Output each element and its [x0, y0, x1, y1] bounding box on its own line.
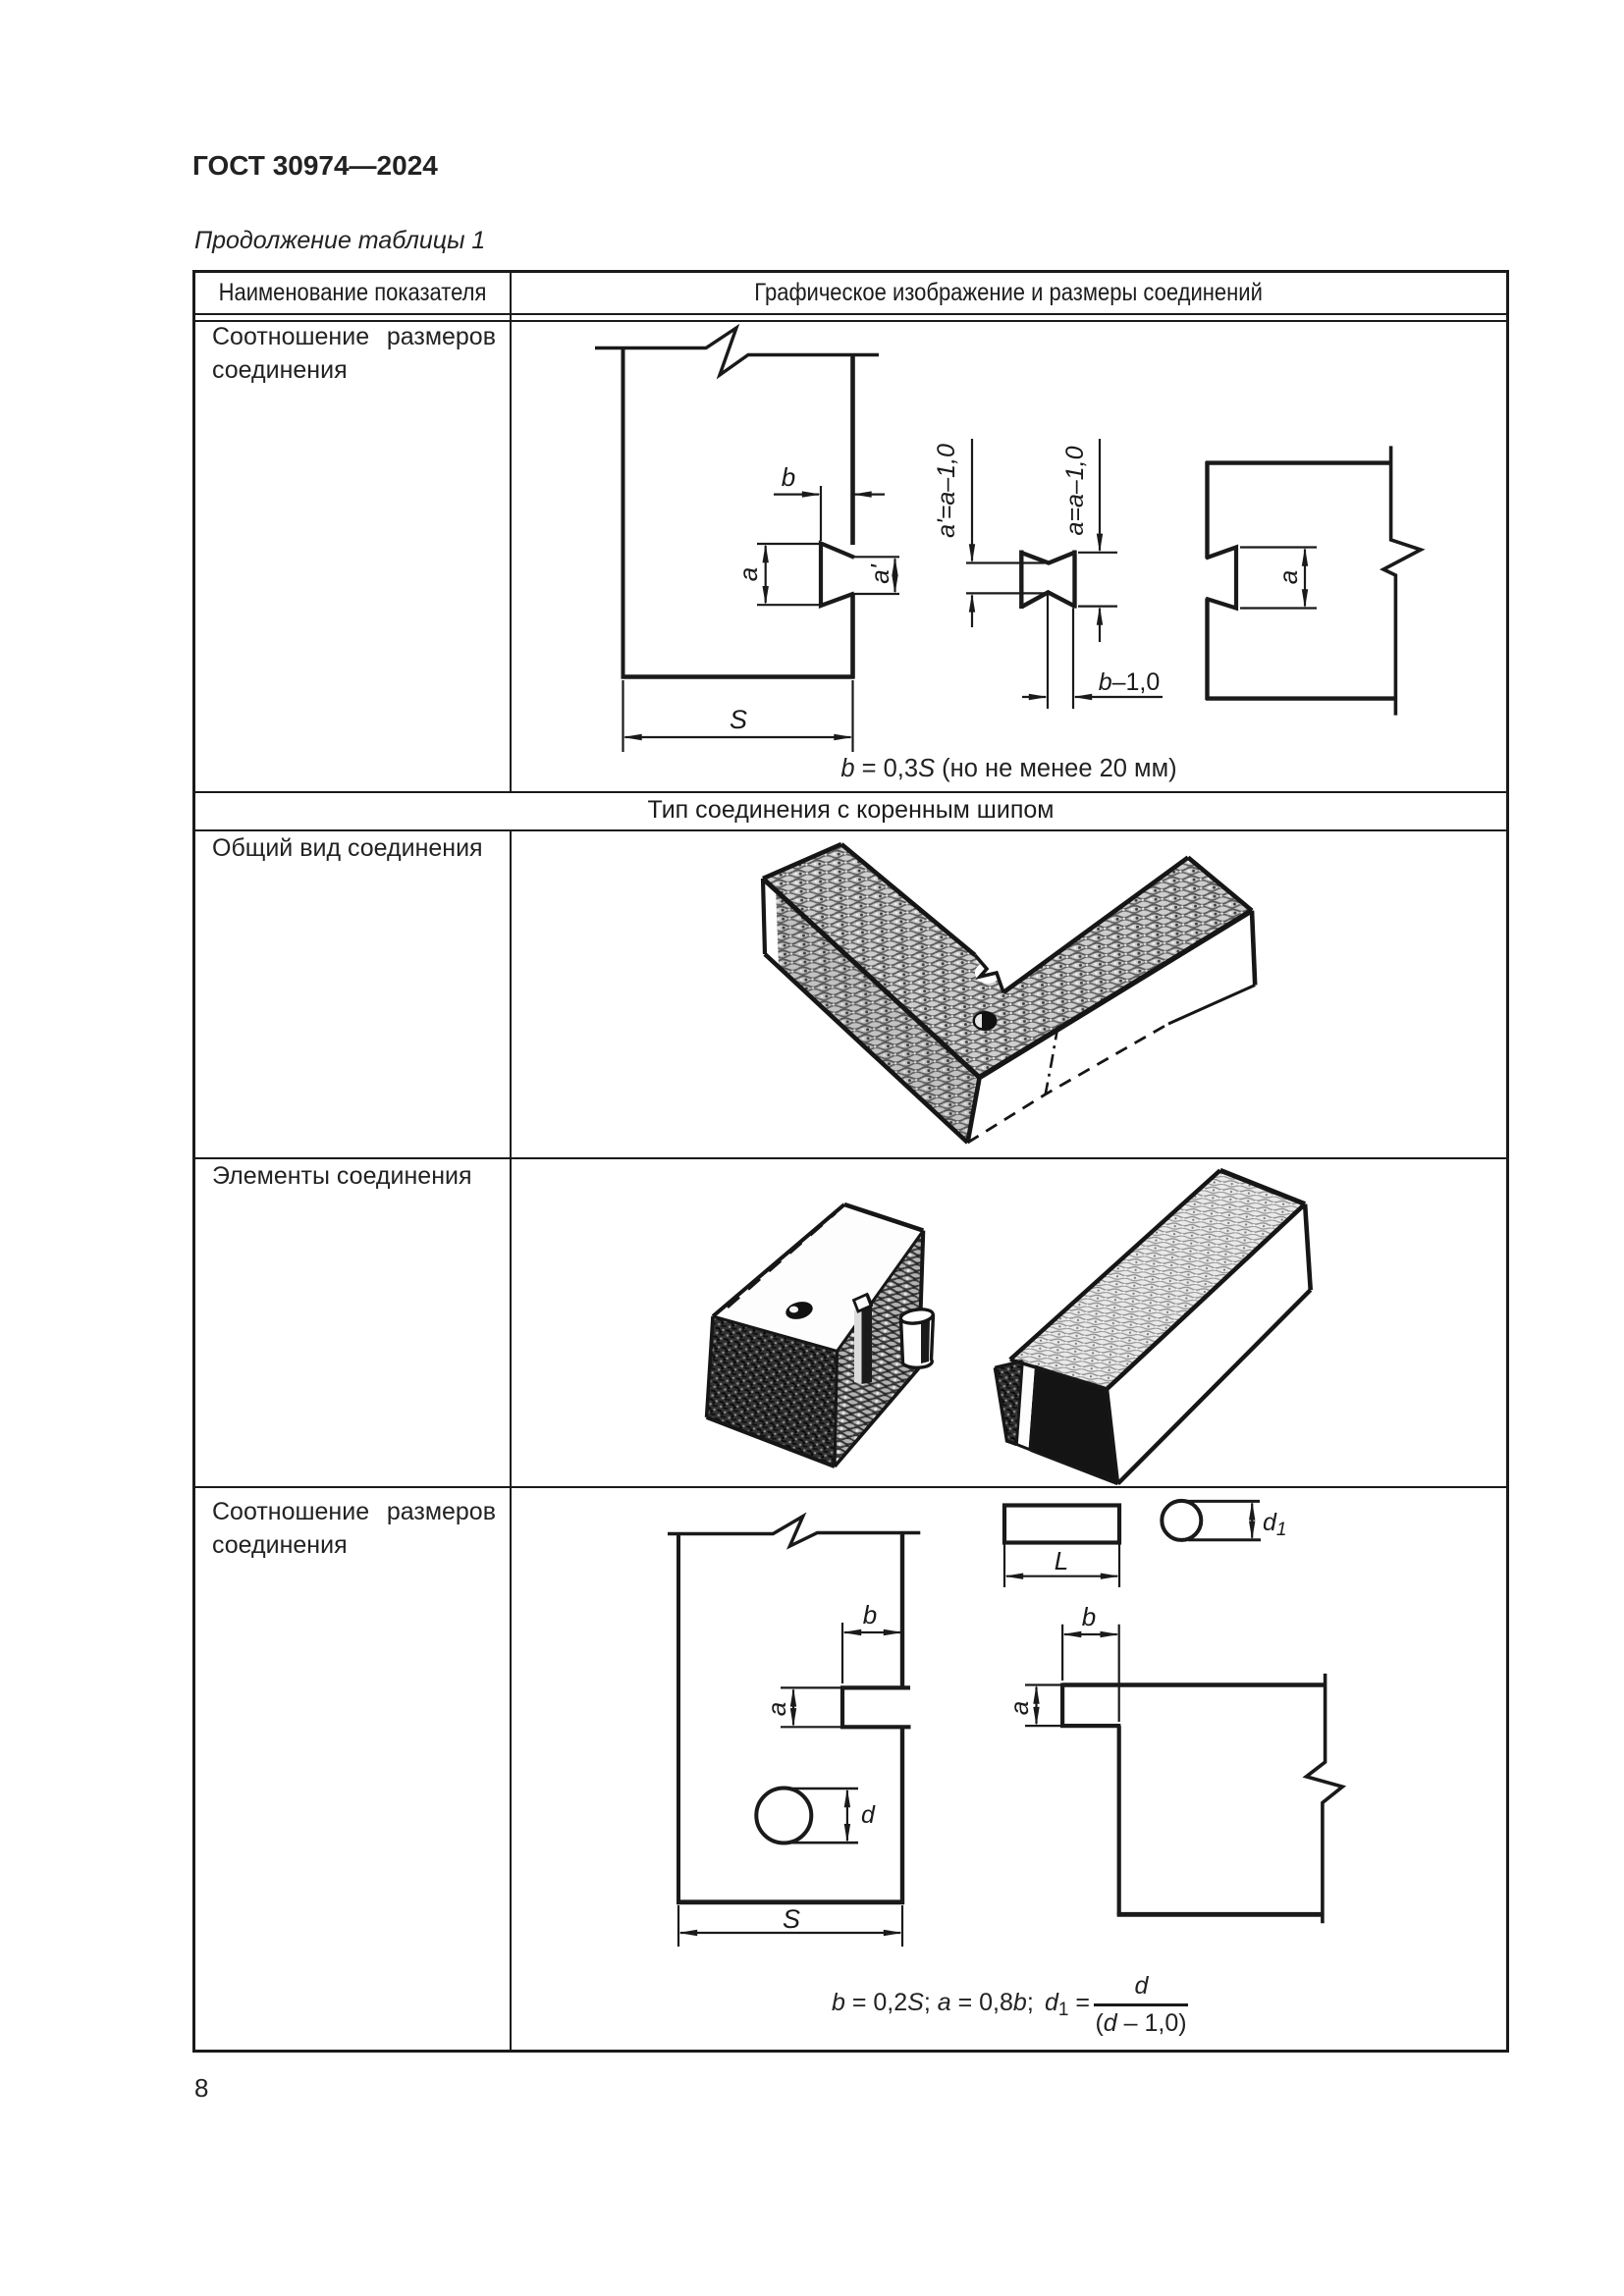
svg-text:S: S [783, 1904, 800, 1934]
svg-text:b–1,0: b–1,0 [1099, 668, 1161, 696]
svg-text:a: a [1273, 570, 1303, 584]
svg-text:b: b [863, 1600, 877, 1629]
svg-text:a=a–1,0: a=a–1,0 [1061, 446, 1089, 535]
svg-text:S: S [730, 705, 747, 734]
svg-text:a': a' [865, 563, 894, 583]
svg-text:a: a [1004, 1701, 1034, 1715]
svg-text:d1: d1 [1263, 1509, 1286, 1540]
svg-text:a: a [733, 567, 763, 581]
svg-text:b: b [782, 462, 795, 492]
svg-text:b: b [1082, 1602, 1096, 1631]
svg-text:a'=a–1,0: a'=a–1,0 [933, 444, 960, 538]
svg-text:L: L [1055, 1546, 1068, 1575]
svg-text:a: a [762, 1702, 791, 1716]
svg-text:d: d [861, 1801, 876, 1829]
